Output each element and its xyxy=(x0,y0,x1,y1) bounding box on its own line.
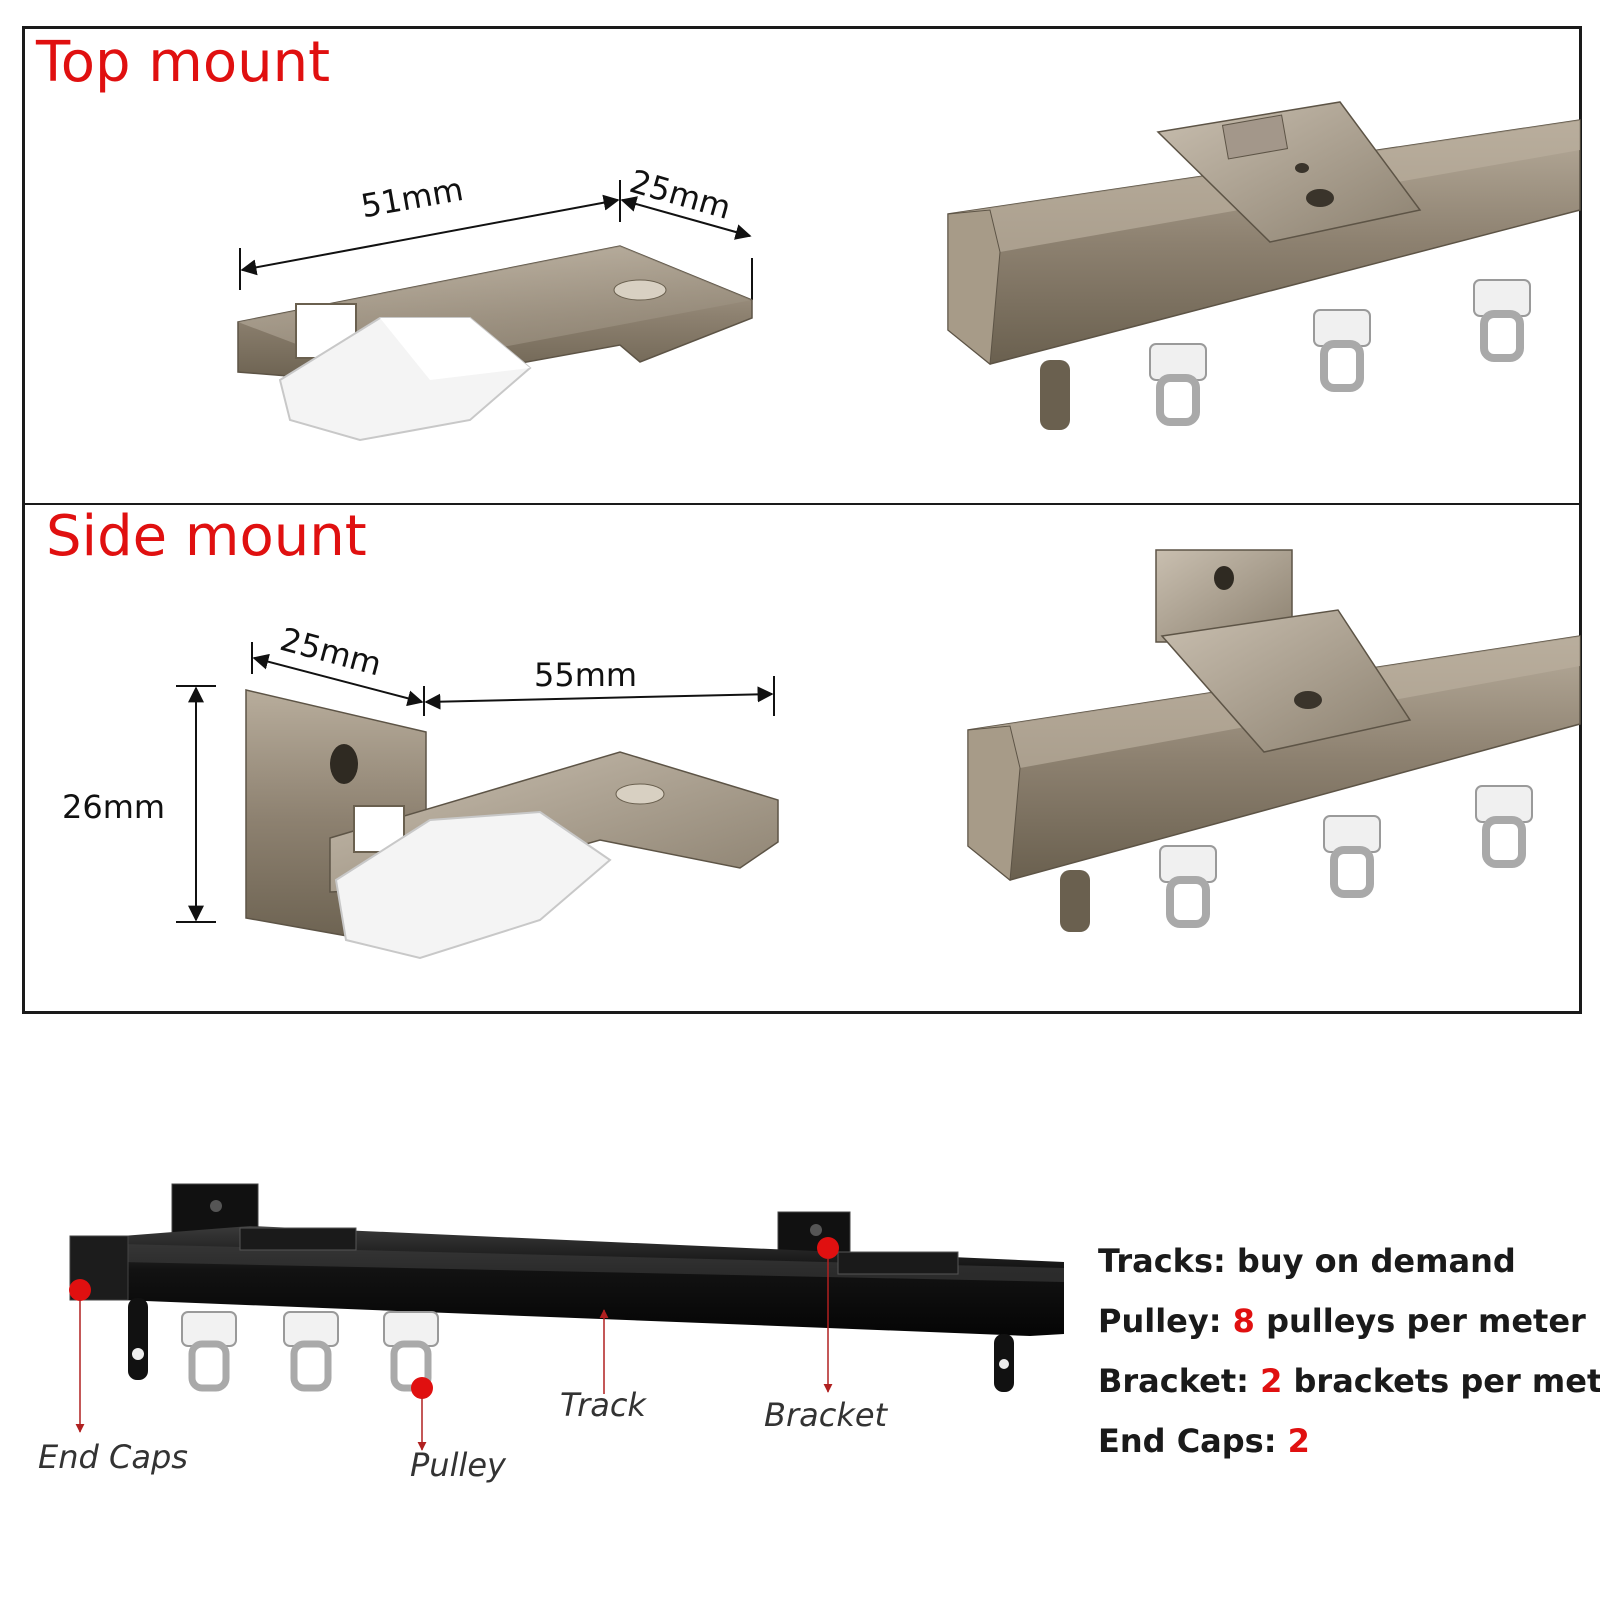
spec-tracks-rest: buy on demand xyxy=(1236,1242,1516,1280)
black-track-illustration xyxy=(69,1183,1064,1392)
spec-tracks: Tracks: buy on demand xyxy=(1098,1242,1516,1280)
spec-tracks-label: Tracks: xyxy=(1098,1242,1237,1280)
side-mount-height-label: 26mm xyxy=(62,788,166,826)
top-mount-bracket-diagram xyxy=(237,180,753,442)
spec-pulley-label: Pulley: xyxy=(1098,1302,1233,1340)
end-caps-callout: End Caps xyxy=(38,1438,188,1476)
top-mount-title: Top mount xyxy=(36,30,331,95)
bracket-callout: Bracket xyxy=(764,1396,888,1434)
side-mount-length-label: 55mm xyxy=(534,656,638,694)
side-mount-track-illustration xyxy=(967,549,1581,932)
top-mount-track-illustration xyxy=(947,101,1581,430)
spec-bracket-value: 2 xyxy=(1260,1362,1283,1400)
spec-end-caps-label: End Caps: xyxy=(1098,1422,1288,1460)
mount-types-frame xyxy=(22,26,1582,1014)
pulley-callout: Pulley xyxy=(410,1446,506,1484)
spec-pulley: Pulley: 8 pulleys per meter xyxy=(1098,1302,1586,1340)
side-mount-bracket-diagram xyxy=(176,642,779,960)
spec-pulley-rest: pulleys per meter xyxy=(1254,1302,1586,1340)
side-mount-title: Side mount xyxy=(46,504,367,569)
callout-markers xyxy=(69,1237,839,1451)
spec-bracket: Bracket: 2 brackets per meter xyxy=(1098,1362,1600,1400)
spec-bracket-rest: brackets per meter xyxy=(1293,1362,1600,1400)
track-callout: Track xyxy=(560,1386,646,1424)
spec-bracket-label: Bracket: xyxy=(1098,1362,1261,1400)
section-divider xyxy=(22,503,1582,505)
spec-end-caps-value: 2 xyxy=(1287,1422,1310,1460)
spec-pulley-value: 8 xyxy=(1232,1302,1255,1340)
spec-end-caps: End Caps: 2 xyxy=(1098,1422,1310,1460)
